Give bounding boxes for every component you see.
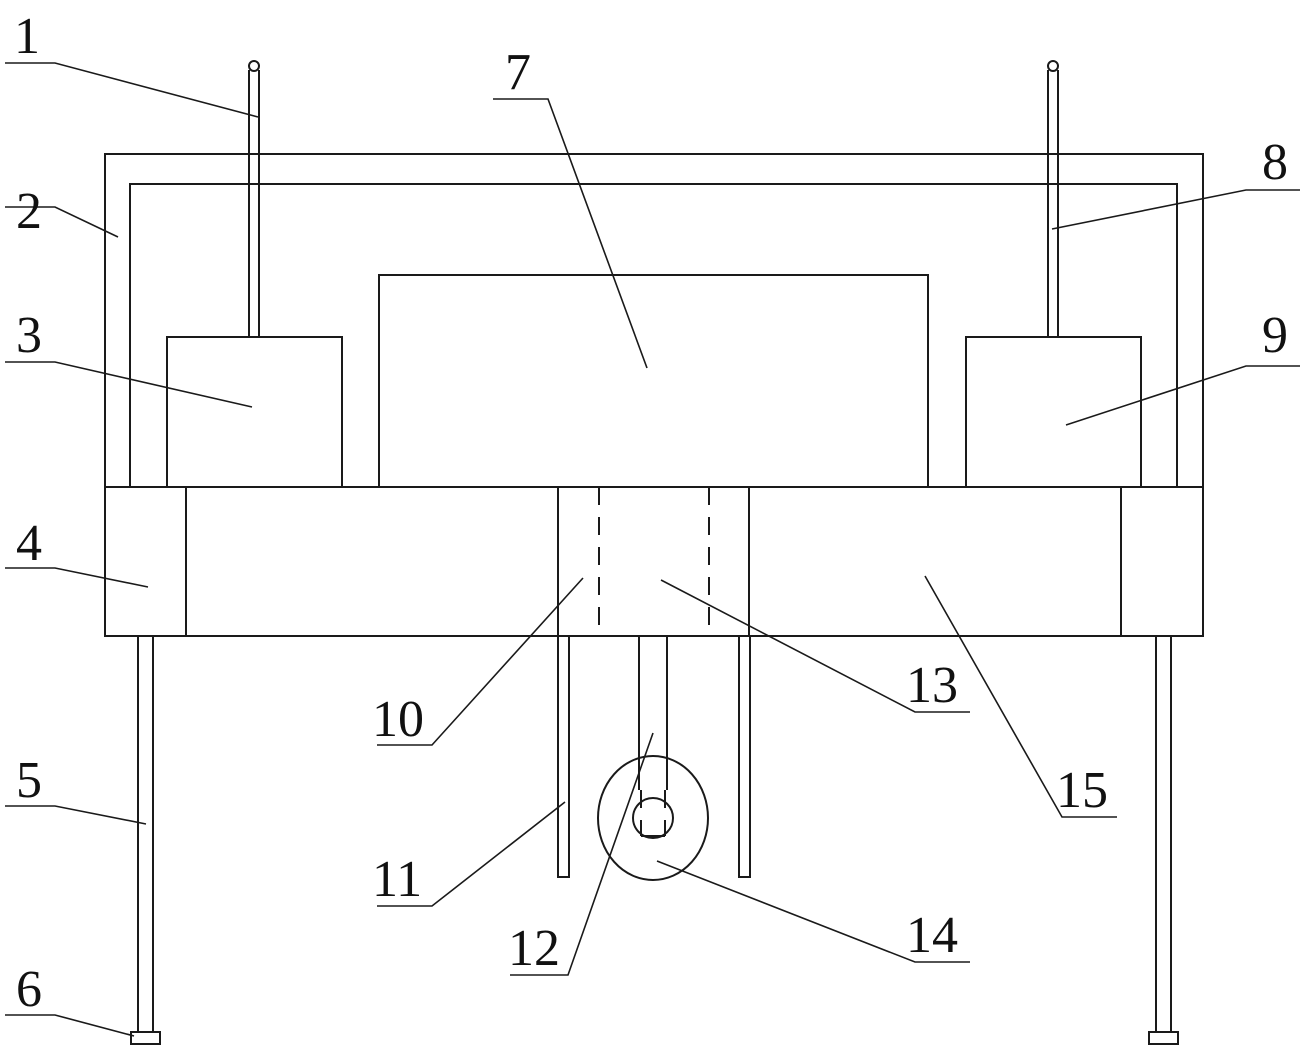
right-foot: [1148, 1031, 1179, 1045]
label-15: 15: [1056, 762, 1108, 819]
label-6: 6: [16, 961, 42, 1018]
shaft: [638, 636, 668, 837]
label-8: 8: [1262, 134, 1288, 191]
center-box: [378, 274, 929, 488]
base-plate: [104, 486, 1204, 637]
outer-frame: [104, 153, 1204, 487]
left-foot: [130, 1031, 161, 1045]
left-guide-rail: [557, 635, 570, 878]
label-7: 7: [505, 44, 531, 101]
left-rod: [248, 60, 260, 337]
label-1: 1: [14, 8, 40, 65]
leader-lines: [5, 62, 1300, 1037]
label-10: 10: [372, 691, 424, 748]
label-5: 5: [16, 752, 42, 809]
label-2: 2: [16, 183, 42, 240]
right-guide-rail: [738, 635, 751, 878]
label-12: 12: [508, 920, 560, 977]
label-9: 9: [1262, 307, 1288, 364]
label-4: 4: [16, 515, 42, 572]
label-14: 14: [906, 907, 958, 964]
right-box: [965, 336, 1142, 488]
label-3: 3: [16, 307, 42, 364]
label-13: 13: [906, 657, 958, 714]
left-box: [166, 336, 343, 488]
left-leg: [130, 636, 161, 1045]
right-leg: [1148, 636, 1179, 1045]
label-11: 11: [372, 851, 422, 908]
right-rod: [1047, 60, 1059, 337]
eccentric-wheel: [597, 755, 709, 881]
